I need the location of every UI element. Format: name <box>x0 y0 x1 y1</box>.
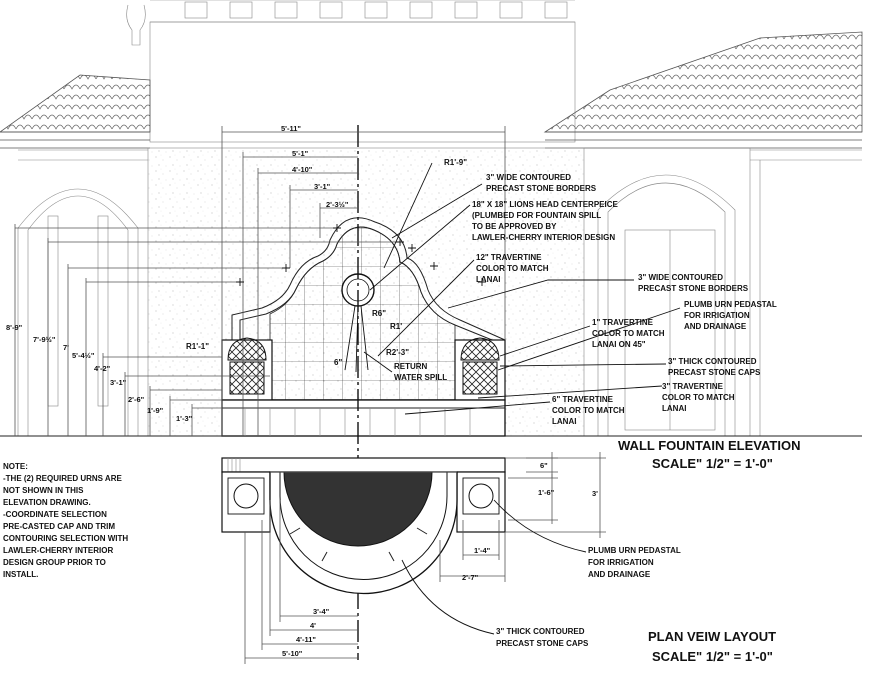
dim-3-1: 3'-1" <box>314 182 331 191</box>
callout-r1: R1' <box>390 322 402 331</box>
dim-7: 7' <box>63 343 69 352</box>
callout-r1-1: R1'-1" <box>186 342 209 351</box>
callout-travertine-3: 3" TRAVERTINE COLOR TO MATCH LANAI <box>662 382 737 413</box>
callout-contoured-borders-2: 3" WIDE CONTOURED PRECAST STONE BORDERS <box>638 273 749 293</box>
dim-5-4-half: 5'-4½" <box>72 351 95 360</box>
callout-r6: R6" <box>372 309 386 318</box>
dimension-markers <box>236 224 486 286</box>
dim-7-9-half: 7'-9½" <box>33 335 56 344</box>
plan-cap-joints <box>289 527 428 562</box>
dim-3-1b: 3'-1" <box>110 378 127 387</box>
left-urn-pedestal <box>221 337 273 401</box>
dim-1-3: 1'-3" <box>176 414 193 423</box>
plan-dim-5-10: 5'-10" <box>282 649 303 658</box>
dim-2-3-half: 2'-3½" <box>326 200 349 209</box>
plan-basin-cap <box>279 472 448 580</box>
plan-right-urn <box>456 471 506 533</box>
tower-finial <box>126 4 146 46</box>
fountain-elevation <box>221 217 506 437</box>
callout-travertine-1: 1" TRAVERTINE COLOR TO MATCH LANAI ON 45… <box>592 318 667 349</box>
elevation-title: WALL FOUNTAIN ELEVATION <box>618 438 800 453</box>
plan-dim-1-6: 1'-6" <box>538 488 555 497</box>
callout-urn-pedestal: PLUMB URN PEDASTAL FOR IRRIGATION AND DR… <box>684 300 779 331</box>
left-arch-window <box>17 149 148 436</box>
callout-six-inch: 6" <box>334 358 342 367</box>
elevation-callouts: R1'-9" 3" WIDE CONTOURED PRECAST STONE B… <box>186 158 779 426</box>
right-roof <box>543 31 863 133</box>
plan-title: PLAN VEIW LAYOUT <box>648 629 776 644</box>
right-urn-pedestal <box>454 337 506 401</box>
plan-dim-6: 6" <box>540 461 548 470</box>
dim-5-11: 5'-11" <box>281 124 301 133</box>
plan-dim-2-7: 2'-7" <box>462 573 479 582</box>
plan-scale: SCALE" 1/2" = 1'-0" <box>652 649 773 664</box>
callout-stone-caps: 3" THICK CONTOURED PRECAST STONE CAPS <box>668 357 761 377</box>
plan-dim-3: 3' <box>592 489 598 498</box>
dim-5-1: 5'-1" <box>292 149 309 158</box>
callout-lions-head: 18" X 18" LIONS HEAD CENTERPEICE (PLUMBE… <box>472 200 620 242</box>
callout-contoured-borders-1: 3" WIDE CONTOURED PRECAST STONE BORDERS <box>486 173 597 193</box>
dim-2-6: 2'-6" <box>128 395 145 404</box>
callout-travertine-6: 6" TRAVERTINE COLOR TO MATCH LANAI <box>552 395 627 426</box>
plan-dim-4-11: 4'-11" <box>296 635 316 644</box>
dim-1-9: 1'-9" <box>147 406 164 415</box>
upper-tower <box>149 21 576 143</box>
plan-dim-3-4: 3'-4" <box>313 607 330 616</box>
general-note: NOTE: -THE (2) REQUIRED URNS ARE NOT SHO… <box>3 462 130 579</box>
callout-return-spill: RETURN WATER SPILL <box>394 362 447 382</box>
elevation-dimensions: 5'-11" 5'-1" 4'-10" 3'-1" 2'-3½" 8'-9" 7… <box>6 124 506 436</box>
plan-callout-urn-pedestal: PLUMB URN PEDASTAL FOR IRRIGATION AND DR… <box>588 546 683 579</box>
fountain-outer-border <box>231 217 506 341</box>
plan-view: 6" 1'-6" 3' 1'-4" 2'-7" 3'-4" 4' 4'-11" … <box>221 452 683 664</box>
tower-windows <box>184 1 568 19</box>
plan-dim-1-4: 1'-4" <box>474 546 491 555</box>
plan-leaders <box>401 499 587 635</box>
plan-dim-4: 4' <box>310 621 316 630</box>
right-arch-doorway <box>597 148 862 436</box>
dim-8-9: 8'-9" <box>6 323 23 332</box>
plan-left-urn <box>221 471 271 533</box>
callout-r2-3: R2'-3" <box>386 348 409 357</box>
left-roof <box>0 74 151 133</box>
fountain-basin <box>221 399 506 437</box>
callout-travertine-12: 12" TRAVERTINE COLOR TO MATCH LANAI <box>476 253 551 284</box>
plan-callout-stone-caps: 3" THICK CONTOURED PRECAST STONE CAPS <box>496 627 589 648</box>
plan-water <box>283 471 433 547</box>
dim-4-10: 4'-10" <box>292 165 313 174</box>
callout-r1-9: R1'-9" <box>444 158 467 167</box>
dim-4-2: 4'-2" <box>94 364 111 373</box>
elevation-leaders <box>363 162 681 415</box>
elevation-scale: SCALE" 1/2" = 1'-0" <box>652 456 773 471</box>
plan-wall-strip <box>221 457 506 473</box>
